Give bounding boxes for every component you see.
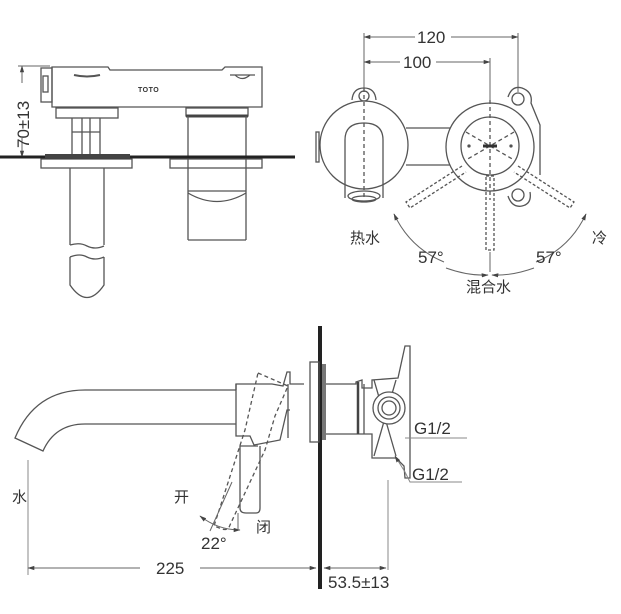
label-close: 闭 [256, 519, 271, 536]
faucet-body-top [51, 66, 263, 108]
front-view: 120 100 热水 [315, 26, 607, 296]
top-view: 70±13 TOTO [0, 65, 295, 299]
angle-left-label: 57° [418, 248, 444, 267]
angle-lever-label: 22° [201, 534, 227, 553]
dim-225-label: 225 [156, 559, 184, 578]
height-dimension: 70±13 [10, 65, 50, 158]
dim-120-label: 120 [417, 28, 445, 47]
label-cold-water: 冷 [592, 230, 607, 247]
dim-depth-label: 53.5±13 [328, 573, 389, 592]
lever-open [213, 372, 289, 531]
height-dim-label: 70±13 [14, 101, 33, 148]
side-clip [40, 67, 53, 103]
label-hot-water: 热水 [350, 230, 380, 247]
brand-logo: TOTO [138, 87, 159, 94]
label-mixed-water: 混合水 [466, 279, 511, 296]
label-water: 水 [12, 489, 27, 506]
dim-100-label: 100 [403, 53, 431, 72]
thread-upper-label: G1/2 [414, 419, 451, 438]
label-open: 开 [174, 489, 189, 506]
spout [14, 389, 236, 452]
angle-right-label: 57° [536, 248, 562, 267]
lever-closed [239, 445, 261, 514]
side-view: G1/2 G1/2 水 开 闭 22° 225 53.5±13 [12, 326, 467, 592]
thread-lower-label: G1/2 [412, 465, 449, 484]
